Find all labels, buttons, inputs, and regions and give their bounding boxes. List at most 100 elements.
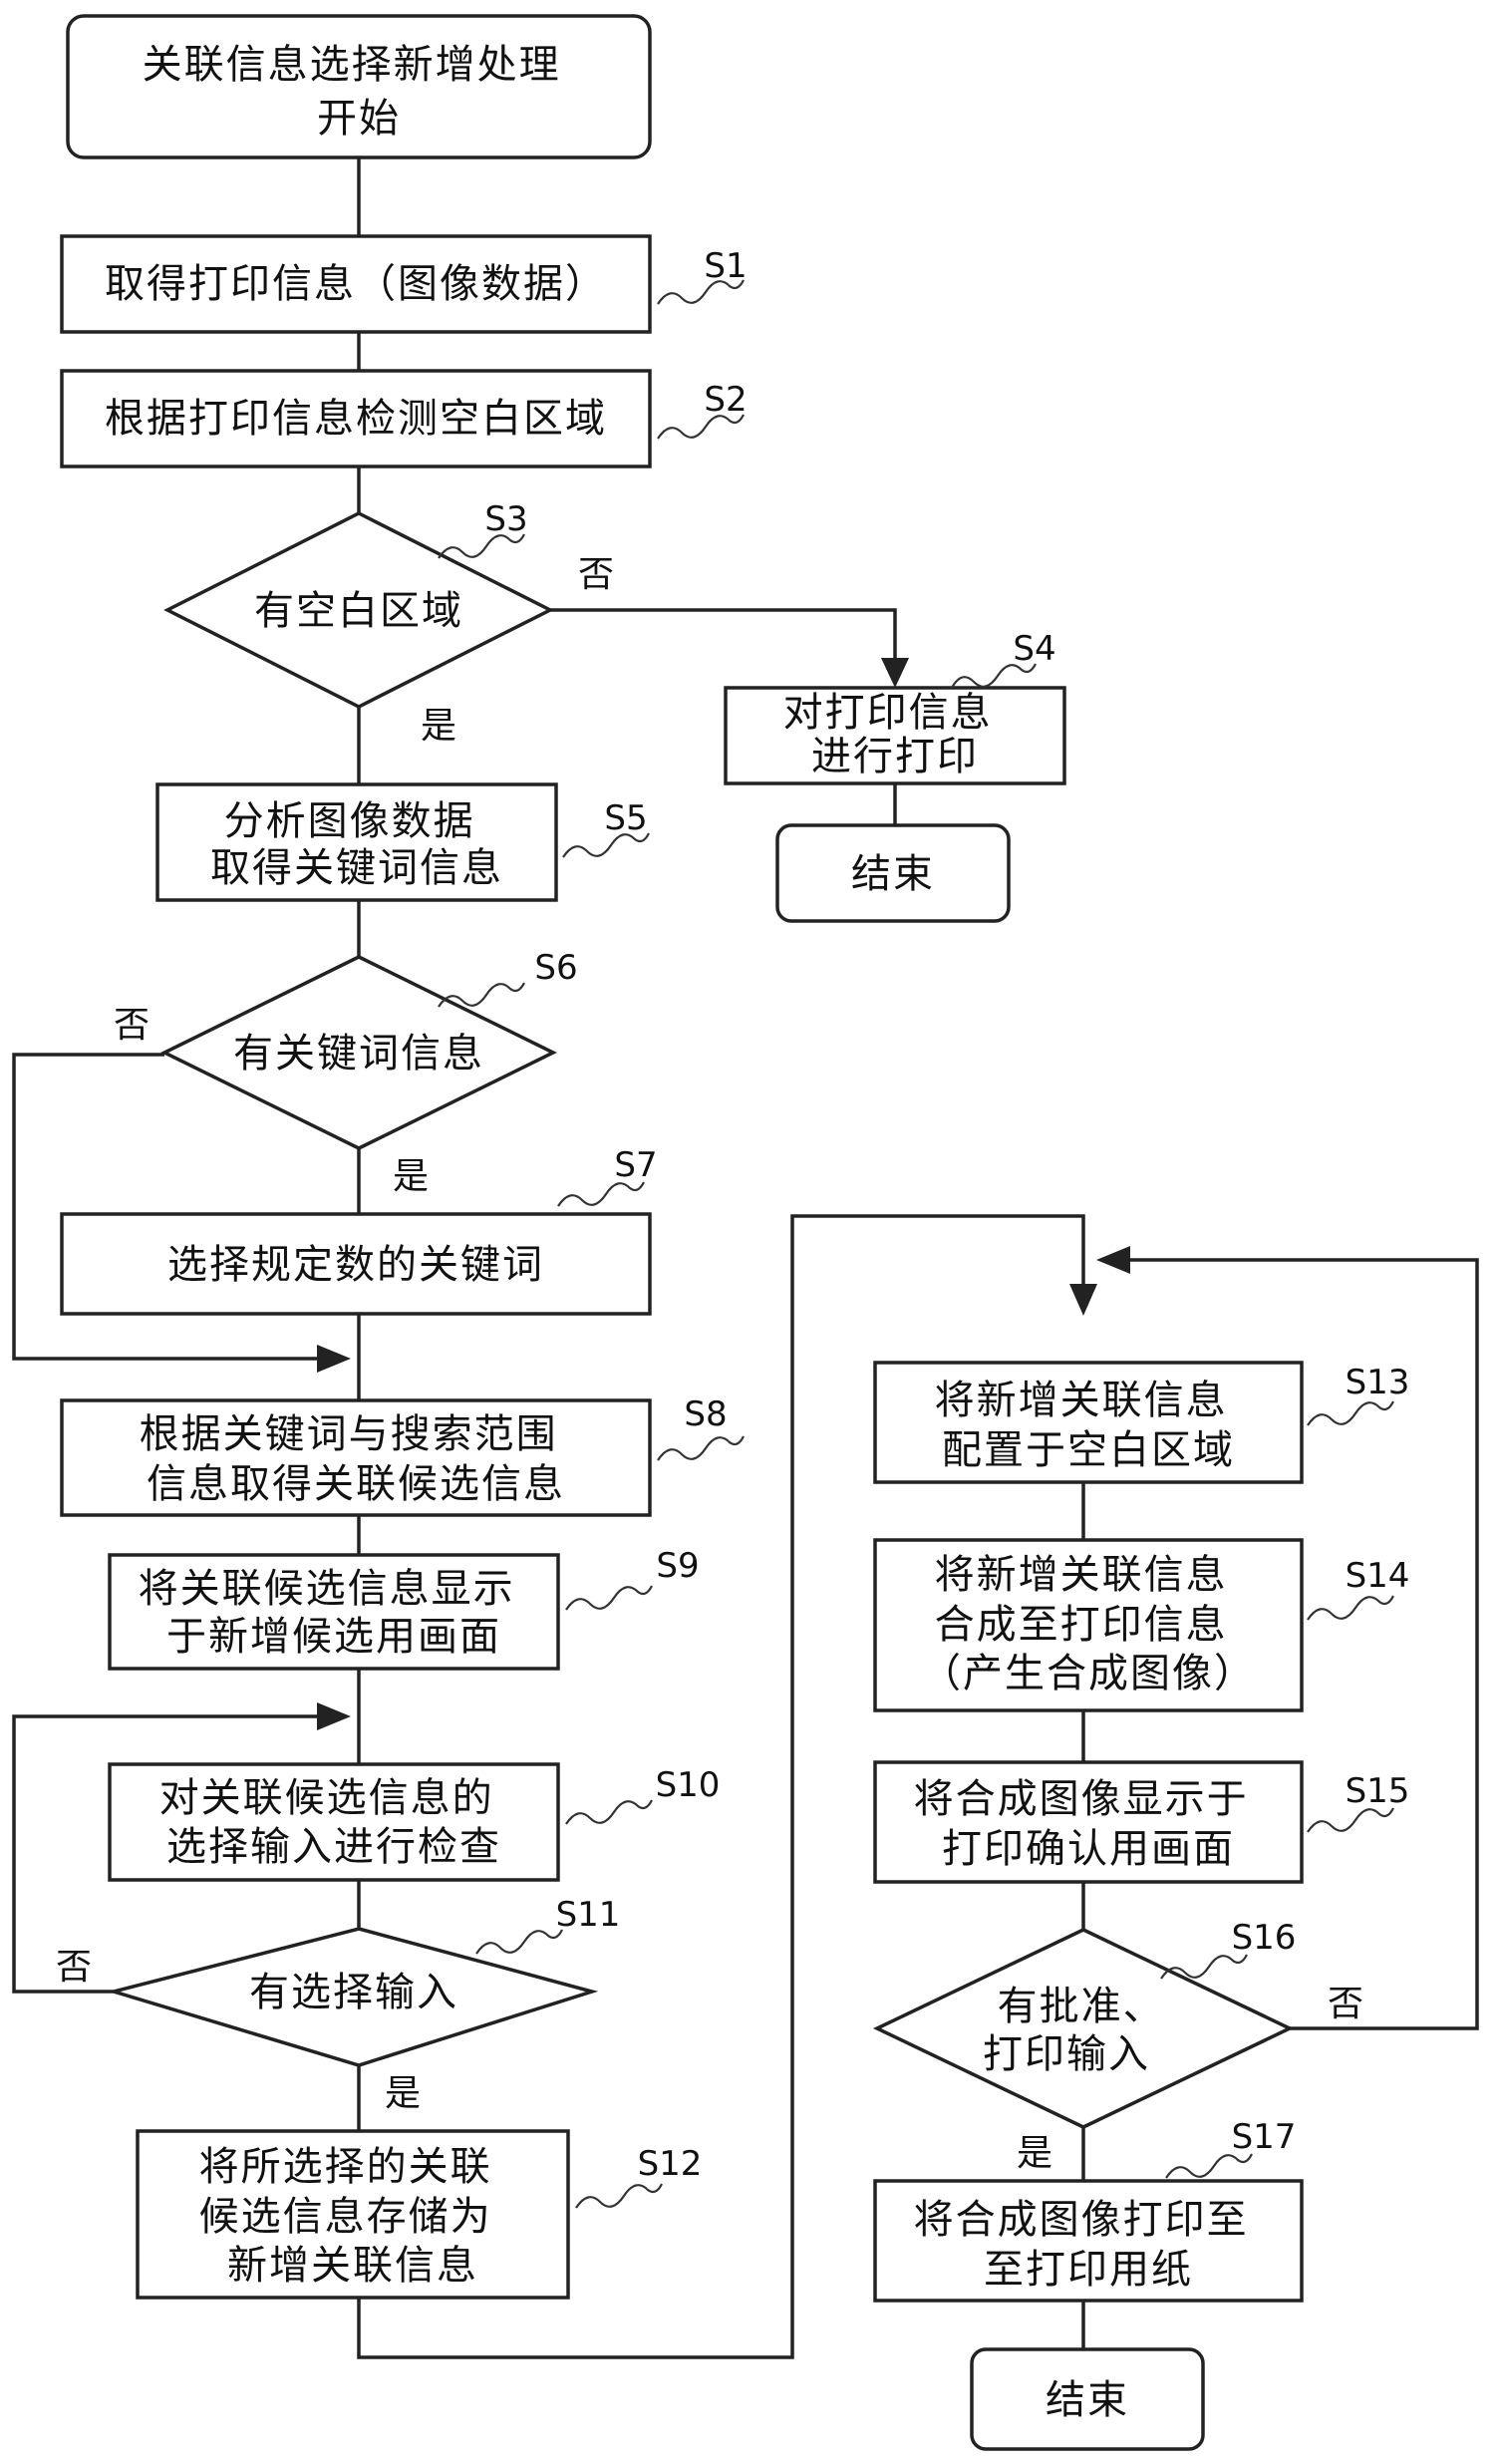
leader-s13 <box>1307 1400 1394 1426</box>
edge-s6-no <box>12 1053 317 1361</box>
leader-s16 <box>1160 1954 1248 1980</box>
leader-s8 <box>657 1435 745 1461</box>
leader-s17 <box>1165 2153 1253 2179</box>
node-text-s1: 取得打印信息（图像数据） <box>105 261 607 307</box>
step-label-s1: S1 <box>704 246 747 286</box>
leader-s3 <box>438 533 525 559</box>
s15-line-2: 打印确认用画面 <box>942 1826 1235 1872</box>
leader-s2 <box>657 414 745 440</box>
leader-s9 <box>565 1585 653 1611</box>
s5-line-2: 取得关键词信息 <box>210 845 503 891</box>
branch-s3-yes: 是 <box>421 706 456 747</box>
arrow-into-s13 <box>1069 1284 1097 1316</box>
step-label-s16: S16 <box>1232 1918 1297 1958</box>
node-text-s2: 根据打印信息检测空白区域 <box>105 396 607 442</box>
s17-line-1: 将合成图像打印至 <box>914 2197 1249 2243</box>
node-s12 <box>136 2129 570 2300</box>
node-s4 <box>724 686 1066 785</box>
s9-line-1: 将关联候选信息显示 <box>139 1566 515 1612</box>
leader-s7 <box>557 1181 645 1207</box>
step-label-s4: S4 <box>1013 629 1055 669</box>
arrow-into-s8 <box>317 1345 351 1373</box>
node-s17 <box>873 2179 1304 2303</box>
s12-line-2: 候选信息存储为 <box>199 2194 492 2240</box>
leader-s5 <box>562 832 650 858</box>
node-s11 <box>107 1927 599 2067</box>
s14-line-2: 合成至打印信息 <box>935 1602 1228 1648</box>
node-texts: 关联信息选择新增处理 开始 取得打印信息（图像数据） 根据打印信息检测空白区域 … <box>105 42 1264 2423</box>
node-text-end1: 结束 <box>851 851 935 897</box>
step-label-s8: S8 <box>684 1394 727 1434</box>
node-text-s5: 分析图像数据 取得关键词信息 <box>210 798 503 891</box>
s6-line-1: 有关键词信息 <box>233 1031 484 1077</box>
node-s1 <box>60 234 652 334</box>
arrow-into-s10 <box>317 1702 351 1730</box>
s8-line-1: 根据关键词与搜索范围 <box>140 1411 558 1457</box>
step-label-s5: S5 <box>604 798 647 838</box>
step-label-s14: S14 <box>1346 1556 1410 1596</box>
branch-s11-yes: 是 <box>385 2073 421 2114</box>
end2-line-1: 结束 <box>1046 2377 1129 2423</box>
node-s13 <box>873 1361 1304 1484</box>
branch-labels: 否 是 否 是 否 是 否 是 <box>56 554 1363 2174</box>
leader-s15 <box>1307 1807 1394 1833</box>
s10-line-1: 对关联候选信息的 <box>159 1775 494 1821</box>
s12-line-3: 新增关联信息 <box>227 2243 478 2289</box>
shapes <box>60 14 1304 2451</box>
s1-line-1: 取得打印信息（图像数据） <box>105 261 607 307</box>
s9-line-2: 于新增候选用画面 <box>166 1614 501 1660</box>
node-text-s17: 将合成图像打印至 至打印用纸 <box>914 2197 1264 2293</box>
s17-line-2: 至打印用纸 <box>984 2247 1193 2293</box>
s4-line-2: 进行打印 <box>811 734 979 779</box>
step-label-s3: S3 <box>484 499 527 539</box>
node-s9 <box>108 1553 560 1671</box>
node-s10 <box>108 1762 560 1882</box>
leader-s12 <box>575 2183 663 2209</box>
node-text-s8: 根据关键词与搜索范围 信息取得关联候选信息 <box>140 1411 573 1507</box>
node-text-s16: 有批准、 打印输入 <box>983 1984 1179 2077</box>
step-label-s13: S13 <box>1346 1363 1410 1402</box>
node-s6 <box>160 955 557 1150</box>
node-text-s12: 将所选择的关联 候选信息存储为 新增关联信息 <box>199 2144 507 2289</box>
branch-s11-no: 否 <box>56 1947 92 1988</box>
edge-s16-no <box>1130 1258 1479 2030</box>
step-label-s10: S10 <box>656 1765 721 1805</box>
arrow-into-s4 <box>881 658 909 688</box>
leader-s4 <box>951 663 1037 689</box>
step-leaders <box>438 279 1394 2209</box>
s14-line-3: （产生合成图像） <box>921 1651 1256 1696</box>
node-s8 <box>60 1398 652 1517</box>
s7-line-1: 选择规定数的关键词 <box>167 1242 544 1288</box>
node-text-s10: 对关联候选信息的 选择输入进行检查 <box>159 1775 509 1870</box>
node-s5 <box>155 782 558 902</box>
node-s7 <box>60 1212 652 1316</box>
node-end1 <box>775 823 1011 923</box>
node-text-start: 关联信息选择新增处理 开始 <box>143 42 576 142</box>
connectors <box>12 157 1479 2359</box>
node-text-s7: 选择规定数的关键词 <box>167 1242 544 1288</box>
arrow-loop-s13 <box>1096 1246 1130 1274</box>
node-text-end2: 结束 <box>1046 2377 1129 2423</box>
s3-line-1: 有空白区域 <box>254 588 463 634</box>
s13-line-2: 配置于空白区域 <box>942 1427 1235 1473</box>
s12-line-1: 将所选择的关联 <box>199 2144 492 2190</box>
edge-s12-s13 <box>357 1214 1085 2359</box>
node-text-s4: 对打印信息 进行打印 <box>783 690 1008 779</box>
node-text-s15: 将合成图像显示于 打印确认用画面 <box>914 1776 1264 1872</box>
step-label-s6: S6 <box>534 948 577 988</box>
leader-s6 <box>438 982 525 1008</box>
end1-line-1: 结束 <box>851 851 935 897</box>
branch-s3-no: 否 <box>578 554 614 595</box>
edge-s11-no <box>12 1714 317 1994</box>
s11-line-1: 有选择输入 <box>249 1970 458 2015</box>
step-label-s2: S2 <box>704 380 747 420</box>
node-end2 <box>970 2347 1205 2451</box>
node-s2 <box>60 369 652 468</box>
branch-s6-no: 否 <box>114 1005 150 1046</box>
node-text-s13: 将新增关联信息 配置于空白区域 <box>935 1378 1243 1473</box>
step-label-s15: S15 <box>1346 1771 1410 1811</box>
node-text-s9: 将关联候选信息显示 于新增候选用画面 <box>139 1566 530 1660</box>
node-s14 <box>873 1538 1304 1712</box>
s16-line-2: 打印输入 <box>983 2031 1150 2077</box>
node-s16 <box>872 1928 1295 2129</box>
